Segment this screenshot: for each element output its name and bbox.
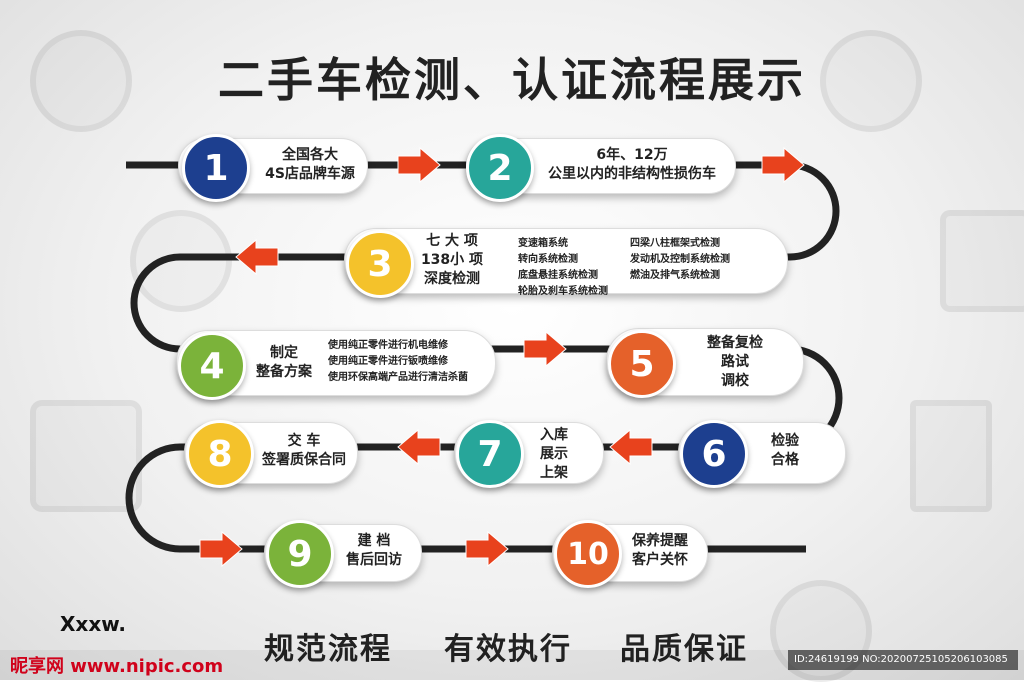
- step-3-line3: 深度检测: [424, 271, 480, 287]
- step-4-number: 4: [178, 332, 246, 400]
- step-9-line2: 售后回访: [346, 552, 402, 568]
- slogan-2: 有效执行: [444, 632, 572, 667]
- arrow-left-icon: [397, 428, 441, 466]
- detail-item: 发动机及控制系统检测: [630, 254, 730, 265]
- step-9-text: 建 档 售后回访: [336, 532, 412, 570]
- step-4-text: 制定 整备方案: [246, 344, 322, 382]
- step-10-text: 保养提醒 客户关怀: [622, 532, 698, 570]
- step-10-number: 10: [554, 520, 622, 588]
- step-5-line2: 路试: [721, 354, 749, 370]
- step-8-text: 交 车 签署质保合同: [254, 432, 354, 470]
- step-4-line1: 制定: [270, 345, 298, 361]
- detail-item: 四梁八柱框架式检测: [630, 238, 720, 249]
- step-7-line3: 上架: [540, 465, 568, 481]
- detail-item: 轮胎及刹车系统检测: [518, 286, 608, 297]
- step-5-number: 5: [608, 330, 676, 398]
- step-2-text: 6年、12万 公里以内的非结构性损伤车: [534, 146, 730, 184]
- step-5-line3: 调校: [721, 373, 749, 389]
- detail-item: 转向系统检测: [518, 254, 578, 265]
- step-3-details-right: 四梁八柱框架式检测 发动机及控制系统检测 燃油及排气系统检测: [630, 236, 750, 284]
- lamborghini-logo-watermark: [130, 210, 232, 312]
- step-8-number: 8: [186, 420, 254, 488]
- step-10-line1: 保养提醒: [632, 533, 688, 549]
- step-6-number: 6: [680, 420, 748, 488]
- step-6-line2: 合格: [771, 452, 799, 468]
- arrow-right-icon: [397, 146, 441, 184]
- arrow-right-icon: [465, 530, 509, 568]
- step-10-line2: 客户关怀: [632, 552, 688, 568]
- step-3-card: [344, 228, 788, 294]
- step-2-line1: 6年、12万: [596, 147, 668, 163]
- slogan-3: 品质保证: [620, 632, 748, 667]
- step-9-line1: 建 档: [357, 533, 391, 549]
- step-7-line1: 入库: [540, 427, 568, 443]
- step-3-line2: 138小 项: [420, 252, 484, 268]
- step-4-line2: 整备方案: [256, 364, 312, 380]
- step-3-text: 七 大 项 138小 项 深度检测: [414, 232, 490, 289]
- arrow-right-icon: [761, 146, 805, 184]
- step-6-text: 检验 合格: [750, 432, 820, 470]
- arrow-right-icon: [523, 330, 567, 368]
- step-8-line2: 签署质保合同: [262, 452, 346, 468]
- step-8-line1: 交 车: [287, 433, 321, 449]
- bmw-logo-watermark: [30, 30, 132, 132]
- step-7-text: 入库 展示 上架: [524, 426, 584, 483]
- rolls-royce-logo-watermark: [910, 400, 992, 512]
- step-3-details-left: 变速箱系统 转向系统检测 底盘悬挂系统检测 轮胎及刹车系统检测: [518, 236, 628, 300]
- mercedes-logo-watermark: [770, 580, 872, 682]
- step-2-line2: 公里以内的非结构性损伤车: [548, 166, 716, 182]
- step-3-number: 3: [346, 230, 414, 298]
- step-5-line1: 整备复检: [707, 335, 763, 351]
- detail-item: 底盘悬挂系统检测: [518, 270, 598, 281]
- step-1-line2: 4S店品牌车源: [265, 166, 355, 182]
- step-7-line2: 展示: [540, 446, 568, 462]
- arrow-left-icon: [235, 238, 279, 276]
- detail-item: 使用纯正零件进行钣喷维修: [328, 356, 448, 367]
- image-id-label: ID:24619199 NO:20200725105206103085: [788, 650, 1018, 670]
- step-9-number: 9: [266, 520, 334, 588]
- detail-item: 使用纯正零件进行机电维修: [328, 340, 448, 351]
- cadillac-logo-watermark: [820, 30, 922, 132]
- ferrari-logo-watermark: [30, 400, 142, 512]
- porsche-logo-watermark: [940, 210, 1024, 312]
- step-1-line1: 全国各大: [282, 147, 338, 163]
- step-1-text: 全国各大 4S店品牌车源: [258, 146, 362, 184]
- step-3-line1: 七 大 项: [426, 233, 478, 249]
- step-4-details: 使用纯正零件进行机电维修 使用纯正零件进行钣喷维修 使用环保高端产品进行清洁杀菌: [328, 338, 490, 386]
- detail-item: 燃油及排气系统检测: [630, 270, 720, 281]
- step-5-text: 整备复检 路试 调校: [680, 334, 790, 391]
- arrow-right-icon: [199, 530, 243, 568]
- arrow-left-icon: [609, 428, 653, 466]
- step-1-number: 1: [182, 134, 250, 202]
- step-6-line1: 检验: [771, 433, 799, 449]
- page-title: 二手车检测、认证流程展示: [218, 53, 806, 107]
- corner-mark: Xxxw.: [60, 612, 127, 636]
- site-watermark: 昵享网 www.nipic.com: [10, 656, 224, 677]
- step-7-number: 7: [456, 420, 524, 488]
- step-2-number: 2: [466, 134, 534, 202]
- slogan-1: 规范流程: [264, 632, 392, 667]
- detail-item: 变速箱系统: [518, 238, 568, 249]
- detail-item: 使用环保高端产品进行清洁杀菌: [328, 372, 468, 383]
